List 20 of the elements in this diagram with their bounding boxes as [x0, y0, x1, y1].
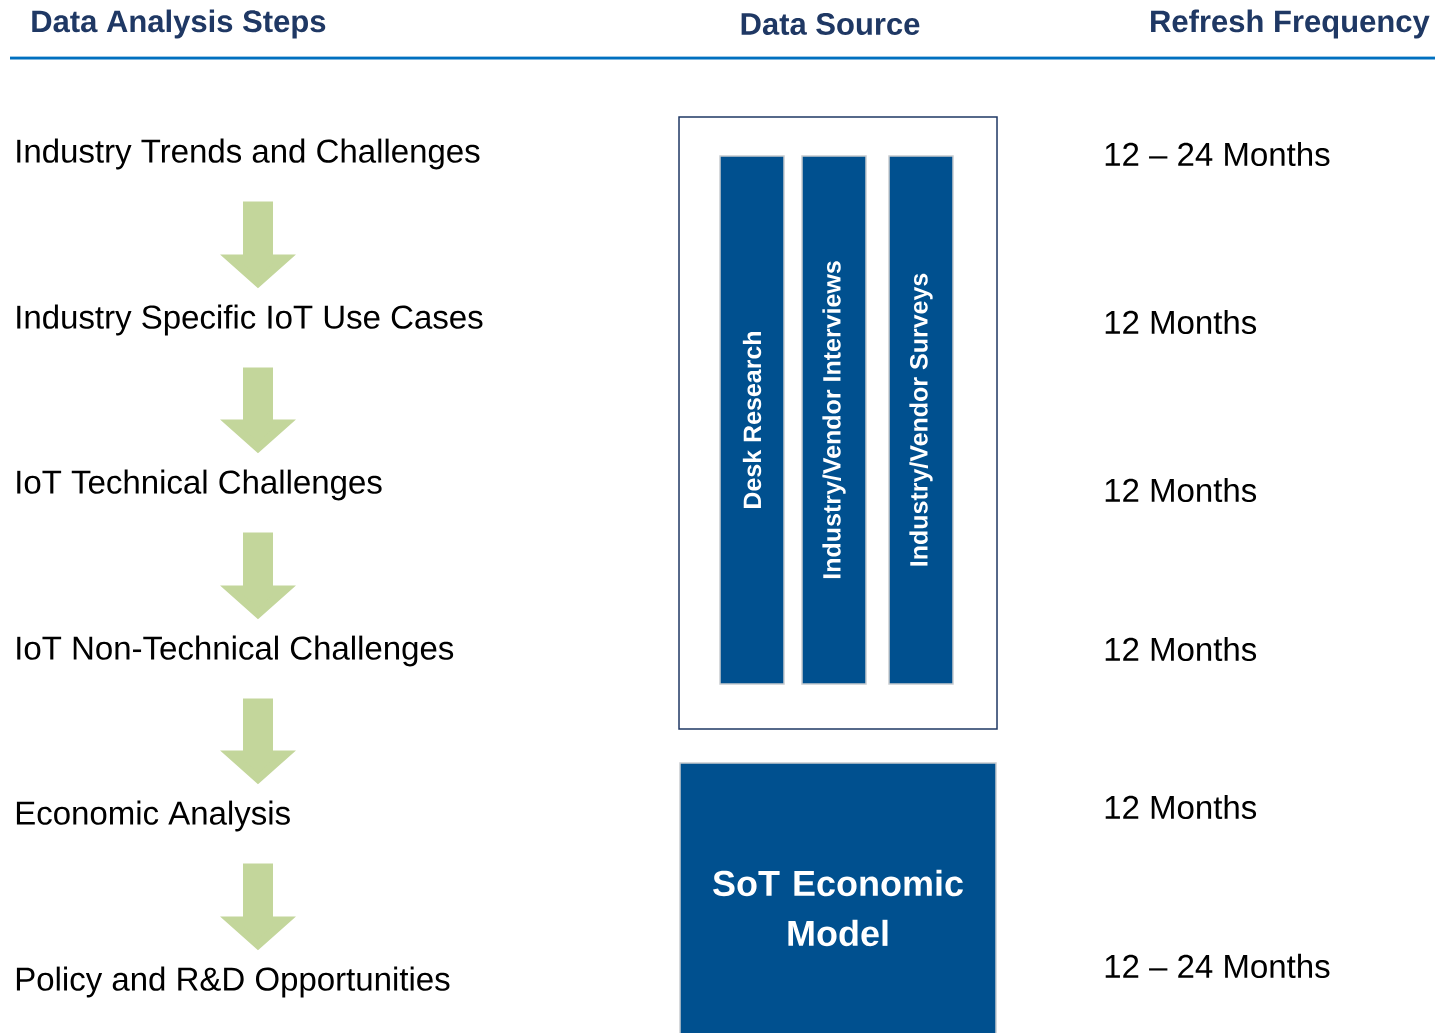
step-text: Policy and R&D Opportunities	[16, 966, 450, 998]
source-bar: Desk Research	[719, 155, 785, 685]
step-text: IoT Technical Challenges	[17, 469, 382, 501]
frequency-text: 12 Months	[1105, 794, 1257, 820]
frequency-text: 12 Months	[1105, 477, 1257, 503]
frequency-text: 12 Months	[1105, 636, 1257, 662]
step-text: Economic Analysis	[16, 800, 290, 832]
source-frame	[678, 116, 998, 730]
step-text: IoT Non-Technical Challenges	[17, 635, 454, 667]
step-text: Industry Specific IoT Use Cases	[17, 304, 483, 336]
model-box: SoT Economic Model	[679, 762, 997, 1033]
source-bar: Industry/Vendor Surveys	[888, 155, 954, 685]
frequency-text: 12 – 24 Months	[1105, 953, 1330, 979]
frequency-text: 12 – 24 Months	[1105, 141, 1330, 167]
step-text: Industry Trends and Challenges	[17, 138, 480, 170]
frequency-text: 12 Months	[1105, 309, 1257, 335]
heading: Refresh Frequency	[1151, 9, 1430, 39]
heading: Data Analysis Steps	[32, 9, 326, 39]
heading: Data Source	[741, 13, 920, 35]
source-bar: Industry/Vendor Interviews	[801, 155, 867, 685]
